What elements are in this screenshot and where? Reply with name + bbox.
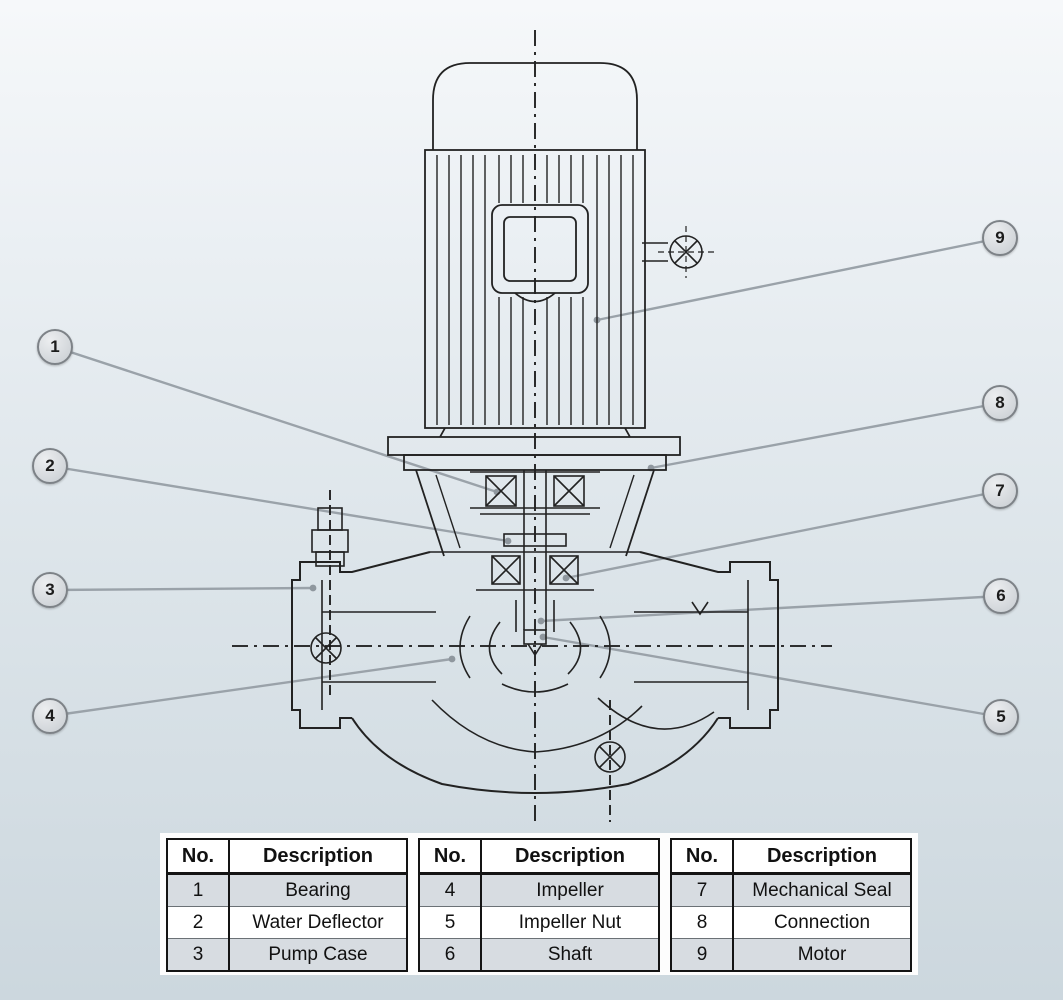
- part-description: Pump Case: [229, 938, 407, 971]
- col-header-description: Description: [733, 839, 911, 875]
- part-description: Impeller Nut: [481, 906, 659, 939]
- part-no: 1: [167, 873, 230, 907]
- col-header-description: Description: [481, 839, 659, 875]
- callout-1: 1: [37, 329, 73, 365]
- part-no: 8: [671, 906, 734, 939]
- leader-dots: [309, 316, 655, 663]
- part-description: Impeller: [481, 873, 659, 907]
- parts-tables: No. Description 1 Bearing 2 Water Deflec…: [160, 833, 918, 975]
- mechanical-seal: [430, 551, 640, 591]
- table-row: 9 Motor: [671, 938, 911, 971]
- callout-9: 9: [982, 220, 1018, 256]
- impeller: [459, 600, 611, 693]
- table-row: 5 Impeller Nut: [419, 906, 659, 939]
- impeller-nut: [523, 629, 547, 657]
- part-description: Mechanical Seal: [733, 873, 911, 907]
- col-header-no: No.: [167, 839, 230, 875]
- part-description: Water Deflector: [229, 906, 407, 939]
- table-row: 1 Bearing: [167, 873, 407, 907]
- table-row: 2 Water Deflector: [167, 906, 407, 939]
- bracket: [415, 469, 655, 557]
- table-row: 8 Connection: [671, 906, 911, 939]
- table-header-row: No. Description: [671, 839, 911, 875]
- table-row: 3 Pump Case: [167, 938, 407, 971]
- parts-table-1: No. Description 1 Bearing 2 Water Deflec…: [166, 838, 408, 972]
- terminal-box: [491, 204, 589, 303]
- lifting-eye: [642, 226, 714, 278]
- part-no: 5: [419, 906, 482, 939]
- drain-crosshair-icon: [594, 741, 626, 773]
- table-row: 4 Impeller: [419, 873, 659, 907]
- parts-table-3: No. Description 7 Mechanical Seal 8 Conn…: [670, 838, 912, 972]
- flange-crosshair-icon: [310, 632, 342, 664]
- col-header-no: No.: [419, 839, 482, 875]
- callout-2: 2: [32, 448, 68, 484]
- table-header-row: No. Description: [167, 839, 407, 875]
- callout-3: 3: [32, 572, 68, 608]
- part-no: 3: [167, 938, 230, 971]
- bearing-assembly: [470, 471, 600, 515]
- motor: [424, 62, 646, 429]
- callout-5: 5: [983, 699, 1019, 735]
- part-description: Connection: [733, 906, 911, 939]
- pump-casing: [291, 551, 779, 794]
- callout-8: 8: [982, 385, 1018, 421]
- col-header-description: Description: [229, 839, 407, 875]
- part-description: Motor: [733, 938, 911, 971]
- part-no: 4: [419, 873, 482, 907]
- table-row: 7 Mechanical Seal: [671, 873, 911, 907]
- water-deflector: [503, 533, 567, 547]
- parts-table-2: No. Description 4 Impeller 5 Impeller Nu…: [418, 838, 660, 972]
- shaft: [523, 470, 547, 630]
- table-header-row: No. Description: [419, 839, 659, 875]
- part-no: 9: [671, 938, 734, 971]
- callout-4: 4: [32, 698, 68, 734]
- leader-lines: [48, 236, 1003, 719]
- col-header-no: No.: [671, 839, 734, 875]
- table-row: 6 Shaft: [419, 938, 659, 971]
- part-description: Bearing: [229, 873, 407, 907]
- part-description: Shaft: [481, 938, 659, 971]
- part-no: 6: [419, 938, 482, 971]
- part-no: 2: [167, 906, 230, 939]
- plug-fitting: [311, 507, 349, 567]
- callout-7: 7: [982, 473, 1018, 509]
- motor-flange-connection: [387, 427, 681, 471]
- callout-6: 6: [983, 578, 1019, 614]
- part-no: 7: [671, 873, 734, 907]
